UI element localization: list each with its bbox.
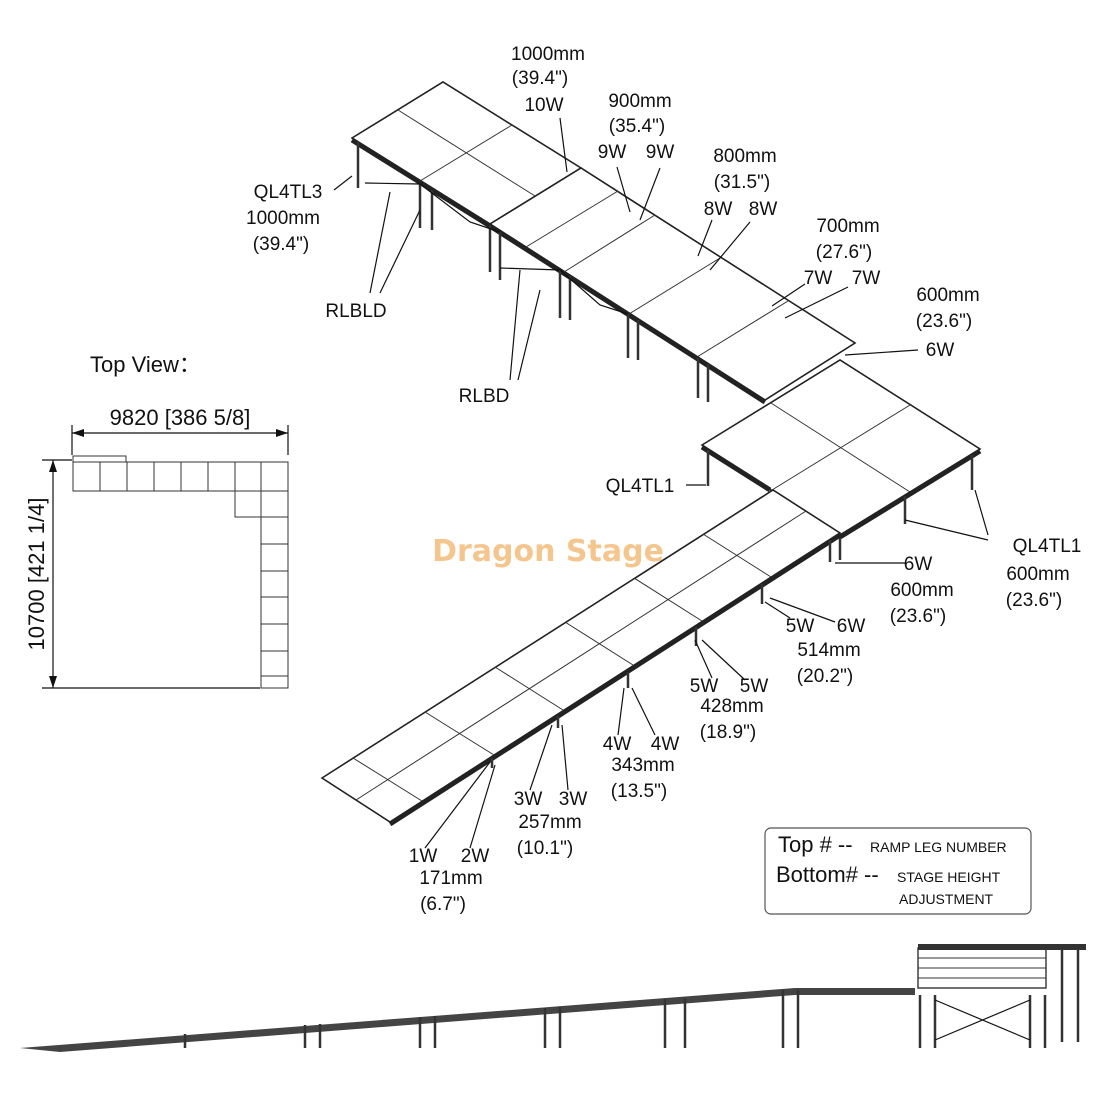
lower-leg-2-height-mm: 514mm [797, 640, 860, 661]
legend-bottom-desc-1: STAGE HEIGHT [897, 869, 1001, 885]
leg-7-number-a: 7W [804, 268, 833, 289]
top-view: Top View： 9820 [386 5/8] 10700 [421 1/4] [24, 352, 289, 689]
lower-leg-2-number-a: 5W [786, 616, 815, 637]
leg-9-height-inch: (35.4") [609, 116, 665, 137]
lower-leg-5-number-b: 3W [559, 789, 588, 810]
part-ql4tl3: QL4TL3 [254, 182, 323, 203]
leg-7-height-mm: 700mm [816, 216, 879, 237]
lower-leg-3-number-b: 5W [740, 676, 769, 697]
leg-10-height-mm: 1000mm [511, 44, 585, 65]
lower-leg-5-number-a: 3W [514, 789, 543, 810]
leg-6-height-inch: (23.6") [916, 311, 972, 332]
lower-leg-1-number-a: 6W [904, 554, 933, 575]
leg-7-number-b: 7W [852, 268, 881, 289]
part-ql4tl3-size: 1000mm [246, 208, 320, 229]
lower-leg-4-number-b: 4W [651, 734, 680, 755]
leg-9-number-a: 9W [598, 142, 627, 163]
leg-10-height-inch: (39.4") [512, 68, 568, 89]
part-rlbld: RLBLD [325, 301, 386, 322]
top-view-width: 9820 [386 5/8] [110, 405, 251, 430]
lower-leg-3-number-a: 5W [690, 676, 719, 697]
lower-leg-5-height-mm: 257mm [518, 812, 581, 833]
lower-leg-1-height-mm: 600mm [890, 580, 953, 601]
leg-8-number-a: 8W [704, 199, 733, 220]
part-labels: QL4TL3 1000mm (39.4") RLBLD RLBD QL4TL1 … [246, 182, 1081, 611]
part-ql4tl1-size: 600mm [1006, 564, 1069, 585]
lower-leg-2-number-b: 6W [837, 616, 866, 637]
leg-8-height-inch: (31.5") [714, 172, 770, 193]
legend-bottom-key: Bottom# -- [776, 862, 879, 887]
lower-leg-2-height-inch: (20.2") [797, 666, 853, 687]
leg-6-number: 6W [926, 340, 955, 361]
upper-leg-labels: 1000mm (39.4") 10W 900mm (35.4") 9W 9W 8… [511, 44, 980, 361]
lower-leg-6-height-inch: (6.7") [420, 894, 466, 915]
part-ql4tl3-inch: (39.4") [253, 234, 309, 255]
lower-ramp [320, 489, 842, 827]
lower-leg-4-height-mm: 343mm [611, 755, 674, 776]
leg-8-number-b: 8W [749, 199, 778, 220]
top-view-height: 10700 [421 1/4] [24, 498, 49, 651]
leader-lines [333, 117, 989, 849]
leg-9-height-mm: 900mm [608, 91, 671, 112]
upper-ramp [350, 81, 857, 405]
leg-7-height-inch: (27.6") [816, 242, 872, 263]
leg-9-number-b: 9W [646, 142, 675, 163]
leg-6-height-mm: 600mm [916, 285, 979, 306]
lower-leg-6-number-b: 2W [461, 846, 490, 867]
leg-10-number: 10W [524, 95, 563, 116]
legend-bottom-desc-2: ADJUSTMENT [899, 891, 994, 907]
top-view-title: Top View： [90, 352, 201, 377]
lower-leg-4-number-a: 4W [603, 734, 632, 755]
lower-leg-4-height-inch: (13.5") [611, 781, 667, 802]
legend-top-desc: RAMP LEG NUMBER [870, 839, 1007, 855]
legend-box: Top # -- RAMP LEG NUMBER Bottom# -- STAG… [764, 827, 1032, 915]
lower-leg-3-height-inch: (18.9") [700, 722, 756, 743]
lower-leg-labels: 6W 600mm (23.6") 5W 6W 514mm (20.2") 5W … [409, 554, 954, 915]
part-ql4tl1-inner: QL4TL1 [606, 476, 675, 497]
lower-leg-6-number-a: 1W [409, 846, 438, 867]
lower-leg-1-height-inch: (23.6") [890, 606, 946, 627]
leg-8-height-mm: 800mm [713, 146, 776, 167]
lower-leg-5-height-inch: (10.1") [517, 838, 573, 859]
side-elevation [20, 944, 1086, 1052]
watermark: Dragon Stage [432, 534, 664, 569]
lower-leg-3-height-mm: 428mm [700, 696, 763, 717]
part-ql4tl1-outer: QL4TL1 [1013, 536, 1082, 557]
legend-top-key: Top # -- [778, 832, 853, 857]
part-rlbd: RLBD [459, 386, 510, 407]
part-ql4tl1-inch: (23.6") [1006, 590, 1062, 611]
lower-leg-6-height-mm: 171mm [419, 868, 482, 889]
